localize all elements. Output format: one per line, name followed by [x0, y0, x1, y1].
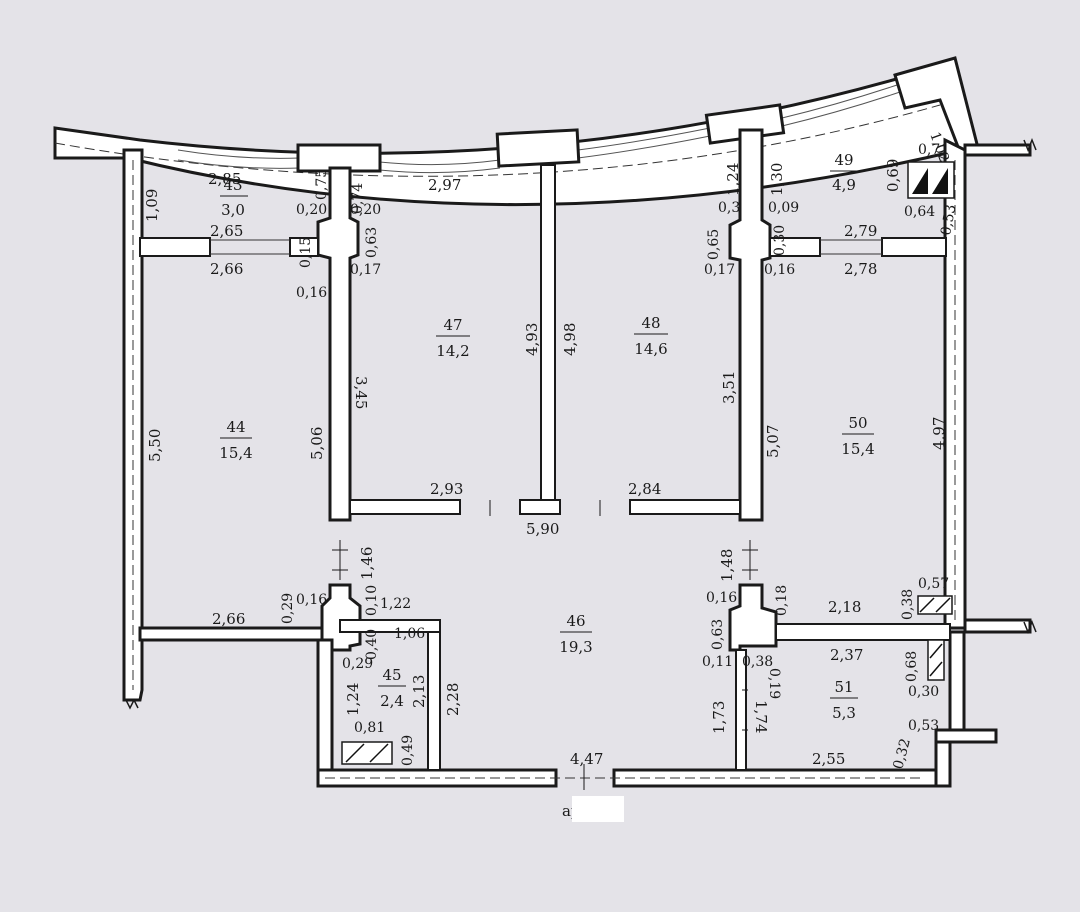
dim-label: 0,71 — [918, 142, 949, 158]
dim-label: 0,11 — [702, 654, 733, 670]
dim-label: 1,09 — [143, 189, 161, 222]
dim-label: 4,97 — [930, 417, 948, 450]
dim-label: 0,75 — [314, 169, 330, 200]
dim-label: 0,17 — [350, 262, 381, 278]
dim-label: 2,28 — [444, 683, 462, 716]
interior-walls — [139, 128, 951, 771]
dim-label: 0,65 — [706, 229, 722, 260]
dim-label: 0,74 — [350, 183, 366, 214]
dim-label: 2,78 — [844, 260, 877, 278]
dim-label: 0,20 — [296, 202, 327, 218]
dim-label: 0,29 — [280, 593, 296, 624]
dim-label: 0,16 — [296, 285, 327, 301]
dim-label: 2,66 — [210, 260, 243, 278]
room-43-area: 3,0 — [221, 201, 245, 219]
dim-label: 0,53 — [938, 203, 959, 236]
ventilation-shafts — [341, 161, 955, 765]
dim-label: 0,64 — [904, 204, 935, 220]
dim-label: 0,20 — [350, 202, 381, 218]
dim-label: 0,32 — [890, 737, 914, 771]
dim-label: 1,30 — [768, 163, 786, 196]
dim-label: 0,40 — [364, 629, 380, 660]
room-45-area: 2,4 — [380, 692, 404, 710]
dim-label: 0,53 — [908, 718, 939, 734]
dim-label: 4,47 — [570, 750, 603, 768]
dim-label: 2,84 — [628, 480, 661, 498]
dim-label: 2,79 — [844, 222, 877, 240]
dim-label: 0,49 — [400, 735, 416, 766]
dim-label: 1,46 — [358, 547, 376, 580]
room-50-no: 50 — [848, 414, 867, 432]
dim-label: 1,22 — [380, 596, 411, 612]
room-46-area: 19,3 — [559, 638, 592, 656]
dim-label: 2,55 — [812, 750, 845, 768]
dim-label: 3,45 — [352, 376, 370, 409]
room-48-no: 48 — [641, 314, 660, 332]
room-51-no: 51 — [834, 678, 853, 696]
dimension-ticks — [332, 500, 758, 790]
dim-label: 2,66 — [212, 610, 245, 628]
room-51-area: 5,3 — [832, 704, 856, 722]
dim-label: 2,65 — [210, 222, 243, 240]
dim-label: 0,29 — [342, 656, 373, 672]
exterior-walls — [122, 137, 1032, 788]
dim-label: 5,50 — [146, 429, 164, 462]
dim-label: 4,98 — [561, 323, 579, 356]
room-46-no: 46 — [566, 612, 585, 630]
dim-label: 0,16 — [764, 262, 795, 278]
room-44-no: 44 — [226, 418, 245, 436]
room-labels: 43 3,0 44 15,4 45 2,4 46 19,3 47 14,2 48… — [219, 151, 874, 722]
room-49-area: 4,9 — [832, 176, 856, 194]
dim-label: 0,16 — [706, 590, 737, 606]
dim-label: 2,97 — [428, 176, 461, 194]
room-47-area: 14,2 — [436, 342, 469, 360]
room-45-no: 45 — [382, 666, 401, 684]
dim-label: 0,30 — [772, 225, 788, 256]
room-48-area: 14,6 — [634, 340, 667, 358]
dim-label: 0,69 — [884, 159, 902, 192]
dim-label: 0,81 — [354, 720, 385, 736]
room-49-no: 49 — [834, 151, 853, 169]
dim-label: 5,90 — [526, 520, 559, 538]
dim-label: 2,13 — [410, 675, 428, 708]
dim-label: 1,24 — [724, 163, 742, 196]
dim-label: 0,38 — [900, 589, 916, 620]
dim-label: 0,15 — [298, 237, 314, 268]
room-50-area: 15,4 — [841, 440, 874, 458]
redaction-box — [572, 796, 624, 822]
dim-label: 5,07 — [764, 425, 782, 458]
dim-label: 0,63 — [710, 619, 726, 650]
dim-label: 0,10 — [364, 585, 380, 616]
dim-label: 0,17 — [704, 262, 735, 278]
dim-label: 1,73 — [710, 701, 728, 734]
dim-label: 0,57 — [918, 576, 949, 592]
room-44-area: 15,4 — [219, 444, 252, 462]
dim-label: 0,3 — [718, 200, 740, 216]
dim-label: 2,93 — [430, 480, 463, 498]
dim-label: 0,19 — [766, 668, 782, 699]
dim-label: 1,24 — [344, 683, 362, 716]
dim-label: 0,63 — [364, 227, 380, 258]
dim-label: 0,30 — [908, 684, 939, 700]
dim-label: 4,93 — [523, 323, 541, 356]
break-marks — [125, 137, 1037, 710]
dim-label: 0,09 — [768, 200, 799, 216]
dim-label: 1,48 — [718, 549, 736, 582]
dim-label: 2,18 — [828, 598, 861, 616]
dim-label: 0,18 — [774, 585, 790, 616]
dim-label: 5,06 — [308, 427, 326, 460]
dim-label: 0,38 — [742, 654, 773, 670]
dim-label: 0,68 — [904, 651, 920, 682]
dim-label: 1,06 — [394, 626, 425, 642]
room-43-no: 43 — [223, 176, 242, 194]
dimension-labels: 2,85 2,97 0,20 0,20 2,65 2,66 0,16 0,17 … — [143, 130, 959, 771]
dim-label: 2,37 — [830, 646, 863, 664]
dim-label: 1,74 — [752, 700, 770, 733]
room-47-no: 47 — [443, 316, 462, 334]
dim-label: 2,85 — [208, 170, 241, 188]
dim-label: 0,16 — [296, 592, 327, 608]
dim-label: 3,51 — [720, 371, 738, 404]
